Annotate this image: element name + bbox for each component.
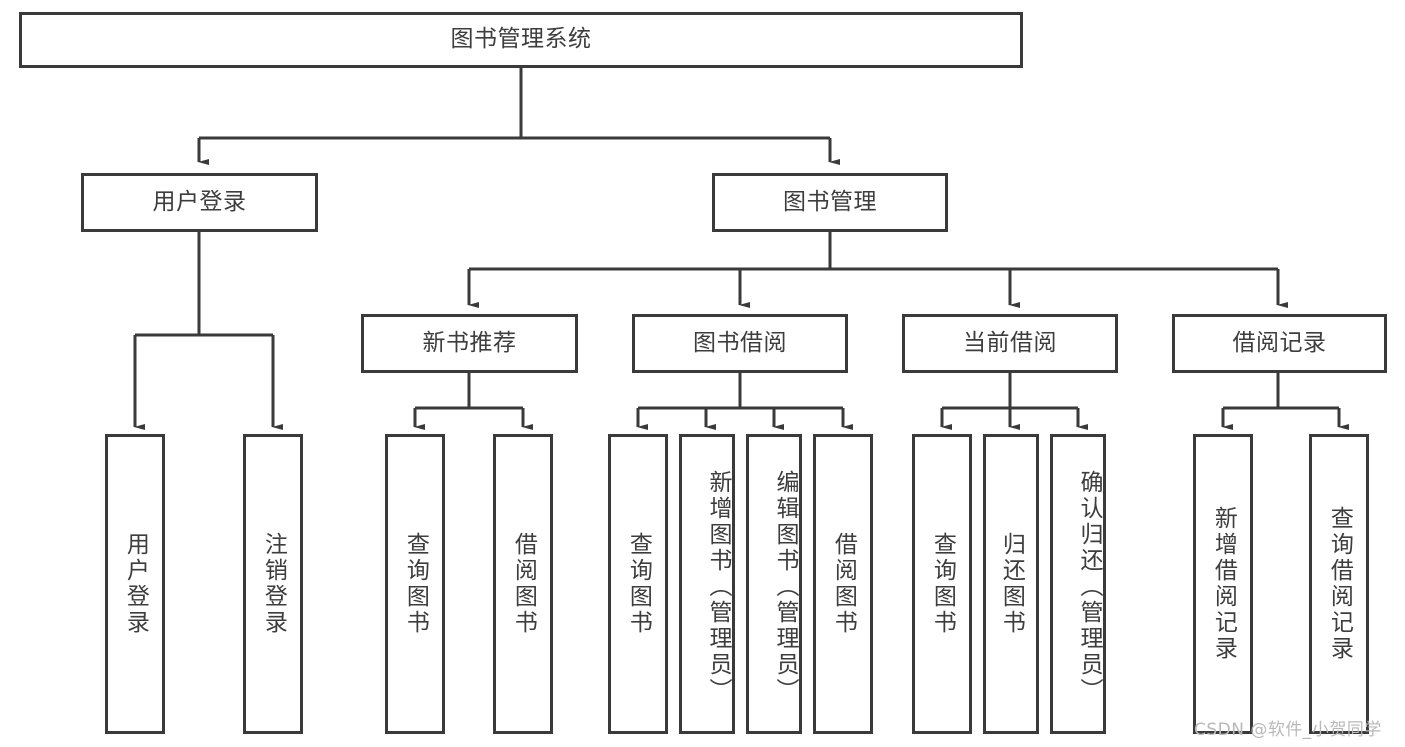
node-leaf-add-borrow-record-label: 新增借阅记录: [1210, 506, 1237, 662]
node-leaf-query-book-current-label: 查询图书: [929, 532, 956, 636]
node-book-management[interactable]: 图书管理: [712, 173, 948, 232]
node-leaf-query-book-borrow-label: 查询图书: [625, 532, 652, 636]
node-user-login-label: 用户登录: [152, 188, 247, 215]
node-leaf-query-borrow-record[interactable]: 查询借阅记录: [1309, 434, 1369, 734]
node-borrow-record-label: 借阅记录: [1232, 329, 1327, 356]
csdn-watermark: CSDN @软件_小贺同学: [1194, 720, 1382, 740]
node-book-management-label: 图书管理: [783, 188, 877, 215]
node-leaf-user-login-label: 用户登录: [122, 532, 149, 636]
node-leaf-logout[interactable]: 注销登录: [243, 434, 303, 734]
node-root-label: 图书管理系统: [450, 26, 592, 53]
node-current-borrow[interactable]: 当前借阅: [902, 314, 1118, 373]
node-leaf-borrow-book[interactable]: 借阅图书: [813, 434, 873, 734]
node-leaf-return-book-label: 归还图书: [998, 532, 1025, 636]
node-new-book-recommend[interactable]: 新书推荐: [361, 314, 578, 373]
node-borrow-record[interactable]: 借阅记录: [1172, 314, 1387, 373]
node-leaf-query-book-borrow[interactable]: 查询图书: [608, 434, 668, 734]
node-book-borrow[interactable]: 图书借阅: [632, 314, 848, 373]
node-leaf-borrow-book-label: 借阅图书: [830, 532, 857, 636]
node-leaf-confirm-return-admin[interactable]: 确认归还（管理员）: [1050, 434, 1106, 734]
node-new-book-recommend-label: 新书推荐: [422, 329, 517, 356]
node-leaf-borrow-book-recommend-label: 借阅图书: [510, 532, 537, 636]
node-book-borrow-label: 图书借阅: [693, 329, 787, 356]
node-leaf-edit-book-admin[interactable]: 编辑图书（管理员）: [746, 434, 802, 734]
node-current-borrow-label: 当前借阅: [963, 329, 1057, 356]
node-leaf-logout-label: 注销登录: [260, 532, 287, 636]
node-leaf-query-book-recommend-label: 查询图书: [402, 532, 429, 636]
node-root-book-management-system[interactable]: 图书管理系统: [19, 12, 1023, 68]
node-leaf-add-book-admin-label: 新增图书（管理员）: [705, 470, 731, 704]
node-leaf-user-login[interactable]: 用户登录: [105, 434, 165, 734]
node-leaf-query-borrow-record-label: 查询借阅记录: [1326, 506, 1353, 662]
node-leaf-confirm-return-admin-label: 确认归还（管理员）: [1076, 470, 1102, 704]
node-leaf-borrow-book-recommend[interactable]: 借阅图书: [493, 434, 553, 734]
node-leaf-add-book-admin[interactable]: 新增图书（管理员）: [679, 434, 735, 734]
node-leaf-add-borrow-record[interactable]: 新增借阅记录: [1193, 434, 1253, 734]
node-leaf-query-book-recommend[interactable]: 查询图书: [385, 434, 445, 734]
node-leaf-return-book[interactable]: 归还图书: [983, 434, 1039, 734]
node-leaf-query-book-current[interactable]: 查询图书: [912, 434, 972, 734]
node-user-login[interactable]: 用户登录: [81, 173, 318, 232]
node-leaf-edit-book-admin-label: 编辑图书（管理员）: [772, 470, 798, 704]
